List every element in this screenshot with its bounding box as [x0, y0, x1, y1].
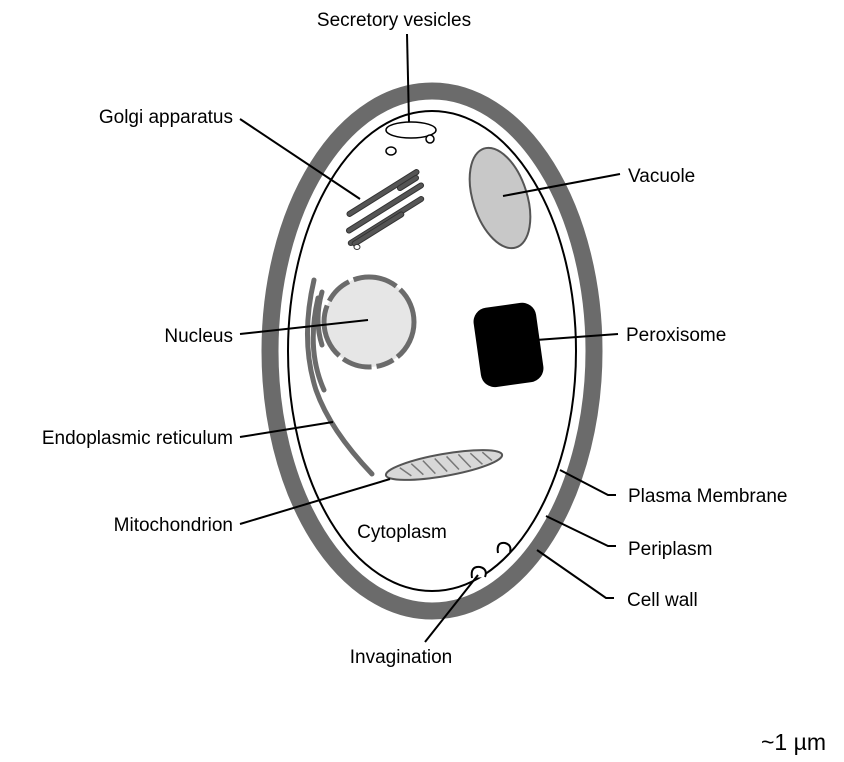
label-invagination: Invagination	[350, 647, 452, 668]
label-mitochondrion: Mitochondrion	[114, 515, 233, 536]
label-secretory-vesicles: Secretory vesicles	[317, 10, 471, 31]
label-periplasm: Periplasm	[628, 539, 712, 560]
label-cytoplasm: Cytoplasm	[357, 522, 447, 543]
mitochondrion	[384, 444, 504, 486]
peroxisome	[472, 301, 546, 389]
label-plasma-membrane: Plasma Membrane	[628, 486, 787, 507]
label-golgi-apparatus: Golgi apparatus	[99, 107, 233, 128]
secretory-vesicles	[386, 122, 436, 155]
golgi-apparatus	[346, 169, 425, 250]
label-endoplasmic-reticulum: Endoplasmic reticulum	[42, 428, 233, 449]
nucleus	[324, 277, 414, 367]
label-cell-wall: Cell wall	[627, 590, 698, 611]
label-peroxisome: Peroxisome	[626, 325, 726, 346]
scale-label: ~1 µm	[761, 729, 826, 755]
label-nucleus: Nucleus	[164, 326, 233, 347]
vacuole	[458, 140, 541, 256]
label-vacuole: Vacuole	[628, 166, 695, 187]
